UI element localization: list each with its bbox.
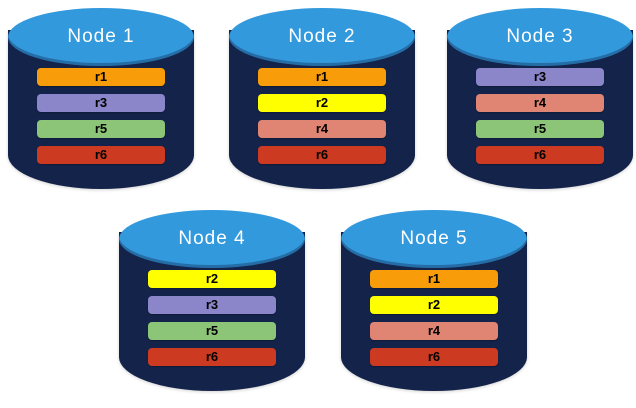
- replica-bar[interactable]: r3: [476, 68, 604, 86]
- replica-bar[interactable]: r1: [37, 68, 165, 86]
- replica-list: r1 r3 r5 r6: [8, 68, 194, 164]
- replica-bar[interactable]: r2: [258, 94, 386, 112]
- replica-bar[interactable]: r2: [148, 270, 276, 288]
- cylinder-top-ellipse-icon: [341, 210, 527, 268]
- replica-bar[interactable]: r4: [476, 94, 604, 112]
- replica-bar[interactable]: r6: [370, 348, 498, 366]
- replica-bar[interactable]: r5: [476, 120, 604, 138]
- replica-bar[interactable]: r6: [148, 348, 276, 366]
- cylinder-top-ellipse-icon: [119, 210, 305, 268]
- replica-bar[interactable]: r5: [37, 120, 165, 138]
- replica-bar[interactable]: r4: [258, 120, 386, 138]
- replica-bar[interactable]: r2: [370, 296, 498, 314]
- replica-bar[interactable]: r6: [476, 146, 604, 164]
- replica-bar[interactable]: r1: [258, 68, 386, 86]
- replica-bar[interactable]: r3: [37, 94, 165, 112]
- replica-bar[interactable]: r3: [148, 296, 276, 314]
- replica-bar[interactable]: r5: [148, 322, 276, 340]
- cylinder-top-ellipse-icon: [229, 8, 415, 66]
- replica-list: r2 r3 r5 r6: [119, 270, 305, 366]
- replica-bar[interactable]: r1: [370, 270, 498, 288]
- cylinder-top-ellipse-icon: [447, 8, 633, 66]
- replica-list: r1 r2 r4 r6: [341, 270, 527, 366]
- replica-list: r1 r2 r4 r6: [229, 68, 415, 164]
- replica-bar[interactable]: r6: [37, 146, 165, 164]
- replica-bar[interactable]: r4: [370, 322, 498, 340]
- replica-bar[interactable]: r6: [258, 146, 386, 164]
- cylinder-top-ellipse-icon: [8, 8, 194, 66]
- replica-list: r3 r4 r5 r6: [447, 68, 633, 164]
